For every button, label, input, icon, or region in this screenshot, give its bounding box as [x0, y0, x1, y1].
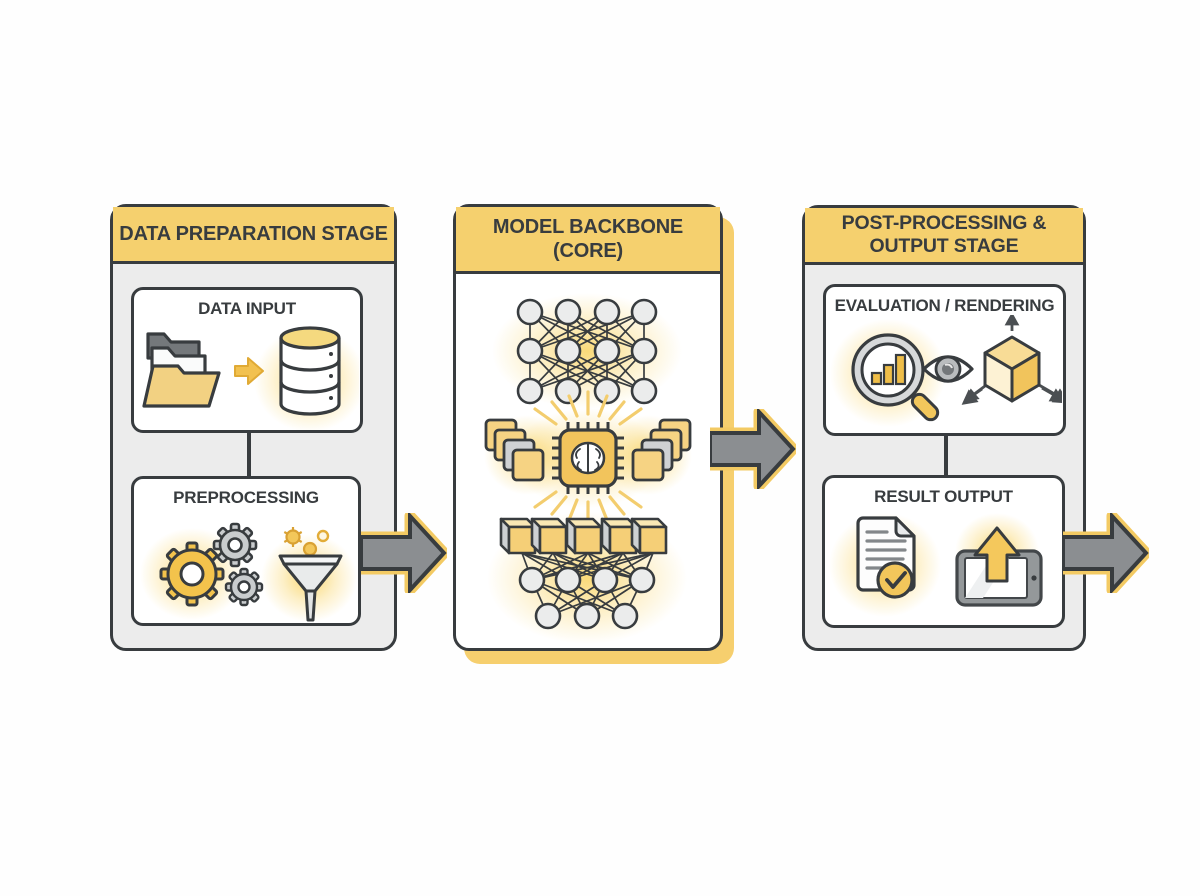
gear-small-icon — [224, 567, 264, 607]
magnifier-chart-icon — [851, 333, 940, 422]
data-input-art — [142, 326, 359, 430]
gear-large-icon — [159, 541, 225, 607]
funnel-icon — [278, 554, 343, 622]
neural-network-top-nodes — [516, 298, 658, 404]
stage-data-preparation: DATA PREPARATION STAGE DATA INPUT — [110, 204, 397, 651]
evaluation-art — [830, 315, 1062, 427]
box-label-preprocessing: PREPROCESSING — [173, 488, 319, 507]
layer-cubes-icon — [499, 517, 668, 554]
funnel-particles — [283, 527, 330, 557]
ai-chip-brain-icon — [552, 421, 624, 494]
neural-network-bottom-nodes — [518, 566, 656, 629]
stage-title-model-backbone: MODEL BACKBONE (CORE) — [456, 207, 720, 274]
cube-axes-icon — [961, 315, 1062, 405]
flow-arrow-prep-to-model — [361, 513, 447, 593]
box-label-data-input: DATA INPUT — [198, 299, 296, 318]
feature-stack-right-icon — [631, 418, 692, 481]
box-data-input: DATA INPUT — [131, 287, 363, 433]
database-icon — [279, 326, 341, 416]
document-check-icon — [856, 516, 916, 599]
eye-icon — [922, 355, 974, 383]
box-result-output: RESULT OUTPUT — [822, 475, 1065, 628]
stage-post-processing-output: POST-PROCESSING & OUTPUT STAGE EVALUATIO… — [802, 205, 1086, 651]
box-label-evaluation: EVALUATION / RENDERING — [834, 296, 1055, 315]
upload-arrow-icon — [973, 526, 1021, 583]
result-output-art — [829, 513, 1043, 617]
stage-model-backbone: MODEL BACKBONE (CORE) — [453, 204, 723, 651]
feature-stack-left-icon — [484, 418, 545, 481]
preprocessing-art — [140, 522, 357, 622]
gear-medium-icon — [212, 522, 258, 568]
model-backbone-art — [484, 292, 692, 644]
flow-arrow-model-to-output — [710, 409, 796, 489]
box-preprocessing: PREPROCESSING — [131, 476, 361, 626]
rays-up — [533, 389, 643, 426]
box-label-result-output: RESULT OUTPUT — [874, 487, 1013, 506]
connector-line — [944, 435, 948, 475]
tablet-upload-icon — [955, 526, 1043, 607]
folder-stack-icon — [142, 332, 221, 408]
stage-title-data-preparation: DATA PREPARATION STAGE — [113, 207, 394, 264]
box-evaluation-rendering: EVALUATION / RENDERING — [823, 284, 1066, 436]
stage-title-post-processing: POST-PROCESSING & OUTPUT STAGE — [805, 208, 1083, 265]
transfer-arrow-icon — [234, 357, 264, 385]
brain-icon — [570, 441, 606, 474]
connector-line — [247, 432, 251, 476]
flow-arrow-final-output — [1063, 513, 1149, 593]
